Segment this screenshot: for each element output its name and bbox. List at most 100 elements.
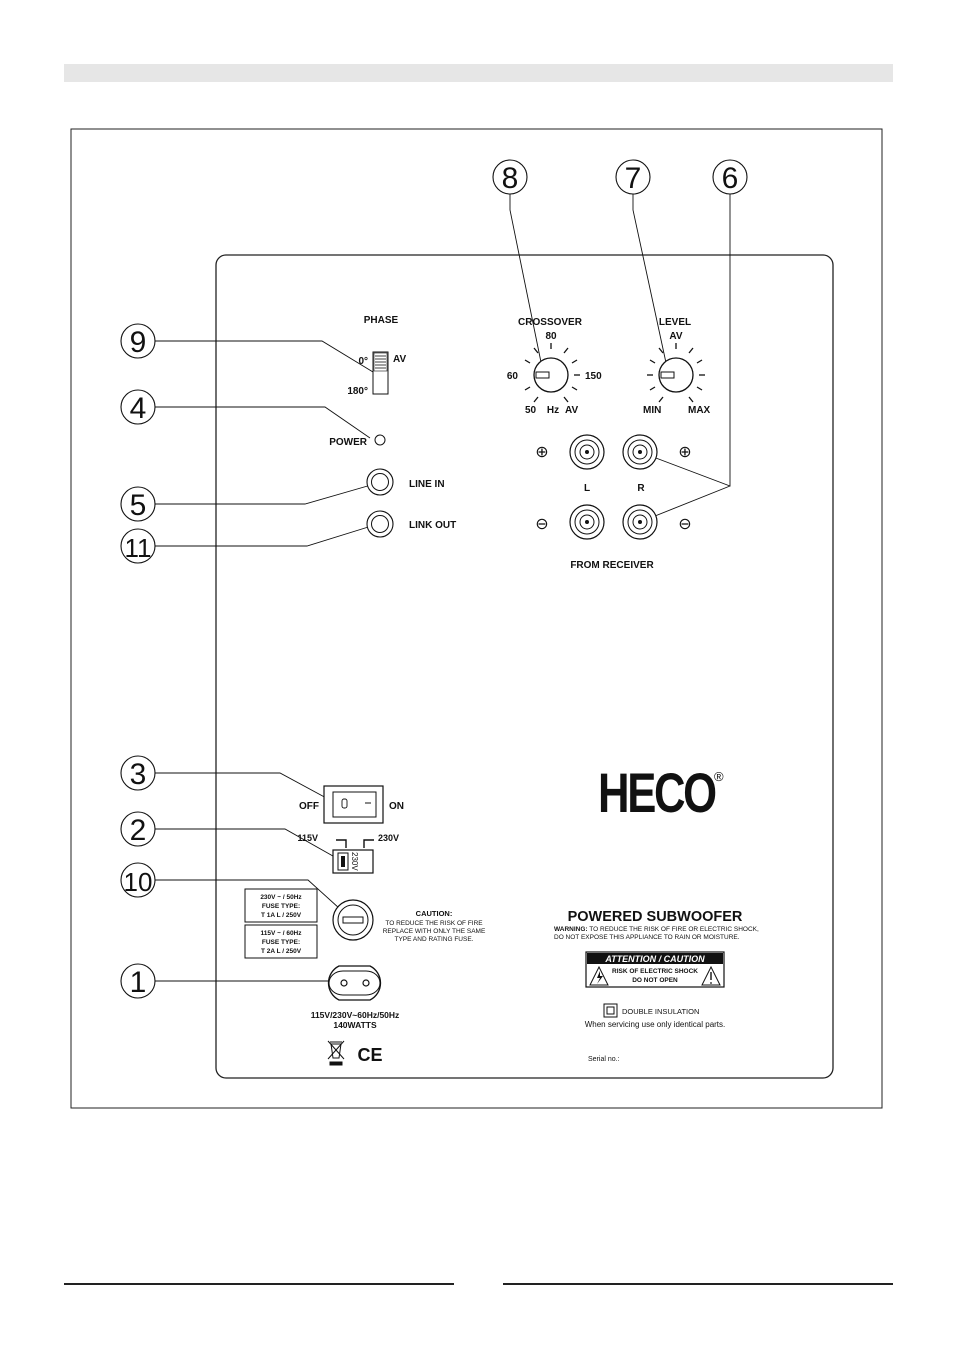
callout-11-label: 11 bbox=[125, 533, 152, 563]
plus-left-icon: ⊕ bbox=[535, 444, 548, 461]
risk-text: RISK OF ELECTRIC SHOCK bbox=[612, 968, 698, 975]
callout-6: 6 bbox=[712, 159, 748, 195]
warning-line2: DO NOT EXPOSE THIS APPLIANCE TO RAIN OR … bbox=[554, 934, 740, 941]
rear-panel bbox=[215, 254, 834, 1079]
level-knob[interactable] bbox=[658, 357, 694, 393]
minus-left-icon: ⊖ bbox=[535, 516, 548, 533]
voltage-selector[interactable]: 230V bbox=[332, 849, 374, 874]
warning-line1: WARNING: TO REDUCE THE RISK OF FIRE OR E… bbox=[554, 926, 759, 933]
crossover-150-label: 150 bbox=[585, 371, 602, 382]
fuse2-line1: 115V ~ / 60Hz bbox=[260, 930, 302, 937]
caution-line1: TO REDUCE THE RISK OF FIRE bbox=[385, 920, 483, 927]
header-bar bbox=[64, 64, 893, 82]
crossover-label: CROSSOVER bbox=[518, 317, 583, 328]
minus-right-icon: ⊖ bbox=[678, 516, 691, 533]
callout-3-label: 3 bbox=[130, 758, 147, 791]
lightning-warning-icon bbox=[589, 965, 609, 986]
footer-line-left bbox=[64, 1283, 454, 1285]
double-insulation-label: DOUBLE INSULATION bbox=[622, 1007, 699, 1016]
callout-8-label: 8 bbox=[502, 162, 519, 195]
rca-right-minus[interactable] bbox=[622, 504, 658, 540]
callout-3: 3 bbox=[120, 755, 156, 791]
phase-switch[interactable] bbox=[372, 351, 389, 395]
level-av-label: AV bbox=[669, 331, 682, 342]
ce-mark-icon: CE bbox=[357, 1045, 382, 1065]
selector-230v-label: 230V bbox=[350, 852, 359, 871]
callout-10: 10 bbox=[120, 862, 156, 898]
callout-2-label: 2 bbox=[130, 814, 147, 847]
power-label: POWER bbox=[329, 437, 368, 448]
callout-9-label: 9 bbox=[130, 326, 147, 359]
callout-7: 7 bbox=[615, 159, 651, 195]
power-switch[interactable] bbox=[323, 785, 384, 824]
power-rating-line1: 115V/230V~60Hz/50Hz bbox=[311, 1010, 400, 1020]
voltage-marks bbox=[336, 839, 374, 848]
rca-left-minus[interactable] bbox=[569, 504, 605, 540]
fuse1-line2: FUSE TYPE: bbox=[262, 903, 300, 910]
brand-logo: HECO bbox=[598, 762, 715, 824]
crossover-60-label: 60 bbox=[507, 371, 519, 382]
warning-label: WARNING: bbox=[554, 926, 588, 933]
callout-5: 5 bbox=[120, 486, 156, 522]
fuse-label-230v: 230V ~ / 50Hz FUSE TYPE: T 1A L / 250V bbox=[244, 888, 318, 923]
115v-label: 115V bbox=[297, 833, 318, 843]
serial-label: Serial no.: bbox=[588, 1056, 620, 1063]
servicing-note: When servicing use only identical parts. bbox=[585, 1020, 726, 1029]
callout-7-label: 7 bbox=[625, 162, 642, 195]
link-out-jack[interactable] bbox=[366, 510, 394, 538]
from-receiver-label: FROM RECEIVER bbox=[570, 560, 654, 571]
power-led bbox=[374, 434, 386, 446]
level-ticks bbox=[647, 343, 705, 403]
caution-line2: REPLACE WITH ONLY THE SAME bbox=[383, 928, 486, 935]
channel-l-label: L bbox=[584, 483, 590, 494]
channel-r-label: R bbox=[637, 483, 645, 494]
fuse-label-115v: 115V ~ / 60Hz FUSE TYPE: T 2A L / 250V bbox=[244, 924, 318, 959]
level-max-label: MAX bbox=[688, 405, 711, 416]
callout-9: 9 bbox=[120, 323, 156, 359]
fuse2-line3: T 2A L / 250V bbox=[261, 948, 302, 955]
level-label: LEVEL bbox=[659, 317, 691, 328]
crossover-hz-label: Hz bbox=[547, 405, 559, 416]
callout-6-label: 6 bbox=[722, 162, 739, 195]
attention-title: ATTENTION / CAUTION bbox=[604, 954, 705, 964]
230v-label: 230V bbox=[378, 833, 399, 843]
callout-4: 4 bbox=[120, 389, 156, 425]
line-in-jack[interactable] bbox=[366, 468, 394, 496]
crossover-knob[interactable] bbox=[533, 357, 569, 393]
crossover-av-label: AV bbox=[565, 405, 578, 416]
power-inlet[interactable] bbox=[327, 965, 382, 1001]
phase-label: PHASE bbox=[364, 315, 399, 326]
do-not-open-text: DO NOT OPEN bbox=[632, 977, 678, 984]
phase-av-label: AV bbox=[393, 354, 406, 365]
rca-left-plus[interactable] bbox=[569, 434, 605, 470]
warning-text-1: TO REDUCE THE RISK OF FIRE OR ELECTRIC S… bbox=[588, 926, 759, 933]
fuse1-line1: 230V ~ / 50Hz bbox=[260, 894, 302, 901]
line-in-label: LINE IN bbox=[409, 479, 445, 490]
registered-mark: ® bbox=[714, 769, 724, 784]
callout-10-label: 10 bbox=[124, 867, 153, 897]
power-rating-line2: 140WATTS bbox=[333, 1020, 377, 1030]
rca-right-plus[interactable] bbox=[622, 434, 658, 470]
footer-line-right bbox=[503, 1283, 893, 1285]
caution-title: CAUTION: bbox=[416, 909, 453, 918]
callout-8: 8 bbox=[492, 159, 528, 195]
crossover-50-label: 50 bbox=[525, 405, 537, 416]
caution-line3: TYPE AND RATING FUSE. bbox=[395, 936, 474, 943]
callout-2: 2 bbox=[120, 811, 156, 847]
on-label: ON bbox=[389, 801, 404, 812]
outer-frame bbox=[70, 128, 883, 1109]
double-insulation-icon bbox=[603, 1003, 618, 1018]
callout-5-label: 5 bbox=[130, 489, 147, 522]
callout-11: 11 bbox=[120, 528, 156, 564]
off-label: OFF bbox=[299, 801, 319, 812]
leader-lines bbox=[155, 194, 731, 982]
level-min-label: MIN bbox=[643, 405, 661, 416]
fuse1-line3: T 1A L / 250V bbox=[261, 912, 302, 919]
callout-1-label: 1 bbox=[130, 966, 147, 999]
fuse-holder[interactable] bbox=[332, 899, 374, 941]
link-out-label: LINK OUT bbox=[409, 520, 456, 531]
crossover-ticks bbox=[524, 343, 580, 403]
fuse2-line2: FUSE TYPE: bbox=[262, 939, 300, 946]
callout-1: 1 bbox=[120, 963, 156, 999]
